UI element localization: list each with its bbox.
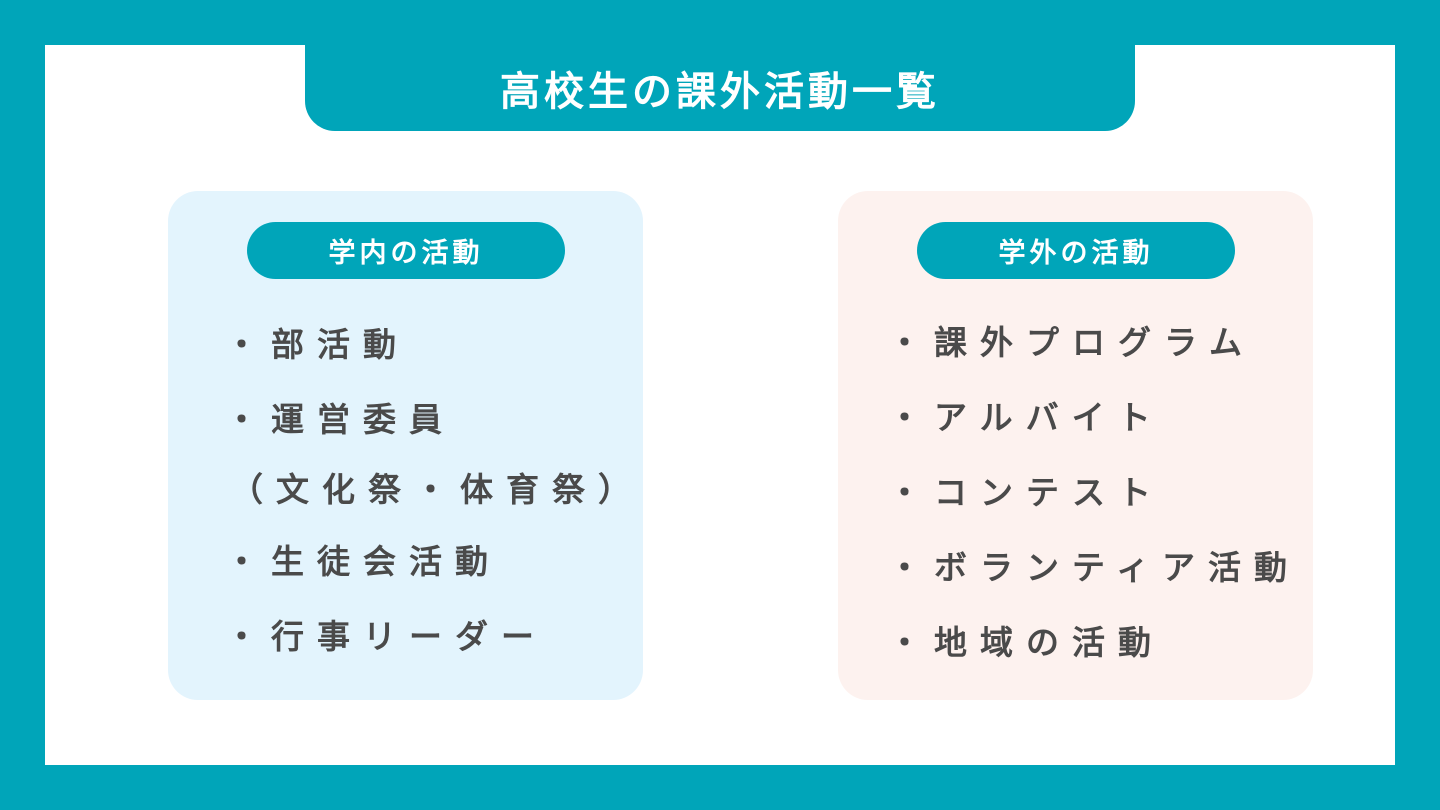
off-campus-activities-card: 学外の活動 ・課外プログラム ・アルバイト ・コンテスト ・ボランティア活動 ・… (838, 191, 1313, 700)
list-item: ・課外プログラム (888, 323, 1256, 362)
list-item: ・コンテスト (888, 473, 1164, 512)
list-item: （文化祭・体育祭） (230, 470, 644, 509)
list-item: ・部活動 (225, 325, 409, 364)
list-item: ・地域の活動 (888, 623, 1164, 662)
list-item: ・生徒会活動 (225, 542, 501, 581)
off-campus-heading: 学外の活動 (917, 222, 1235, 279)
on-campus-activities-card: 学内の活動 ・部活動 ・運営委員 （文化祭・体育祭） ・生徒会活動 ・行事リーダ… (168, 191, 643, 700)
on-campus-heading: 学内の活動 (247, 222, 565, 279)
list-item: ・行事リーダー (225, 617, 547, 656)
list-item: ・運営委員 (225, 400, 455, 439)
title-banner: 高校生の課外活動一覧 (305, 45, 1135, 131)
page-title: 高校生の課外活動一覧 (500, 69, 940, 115)
list-item: ・ボランティア活動 (888, 548, 1301, 587)
list-item: ・アルバイト (888, 398, 1164, 437)
